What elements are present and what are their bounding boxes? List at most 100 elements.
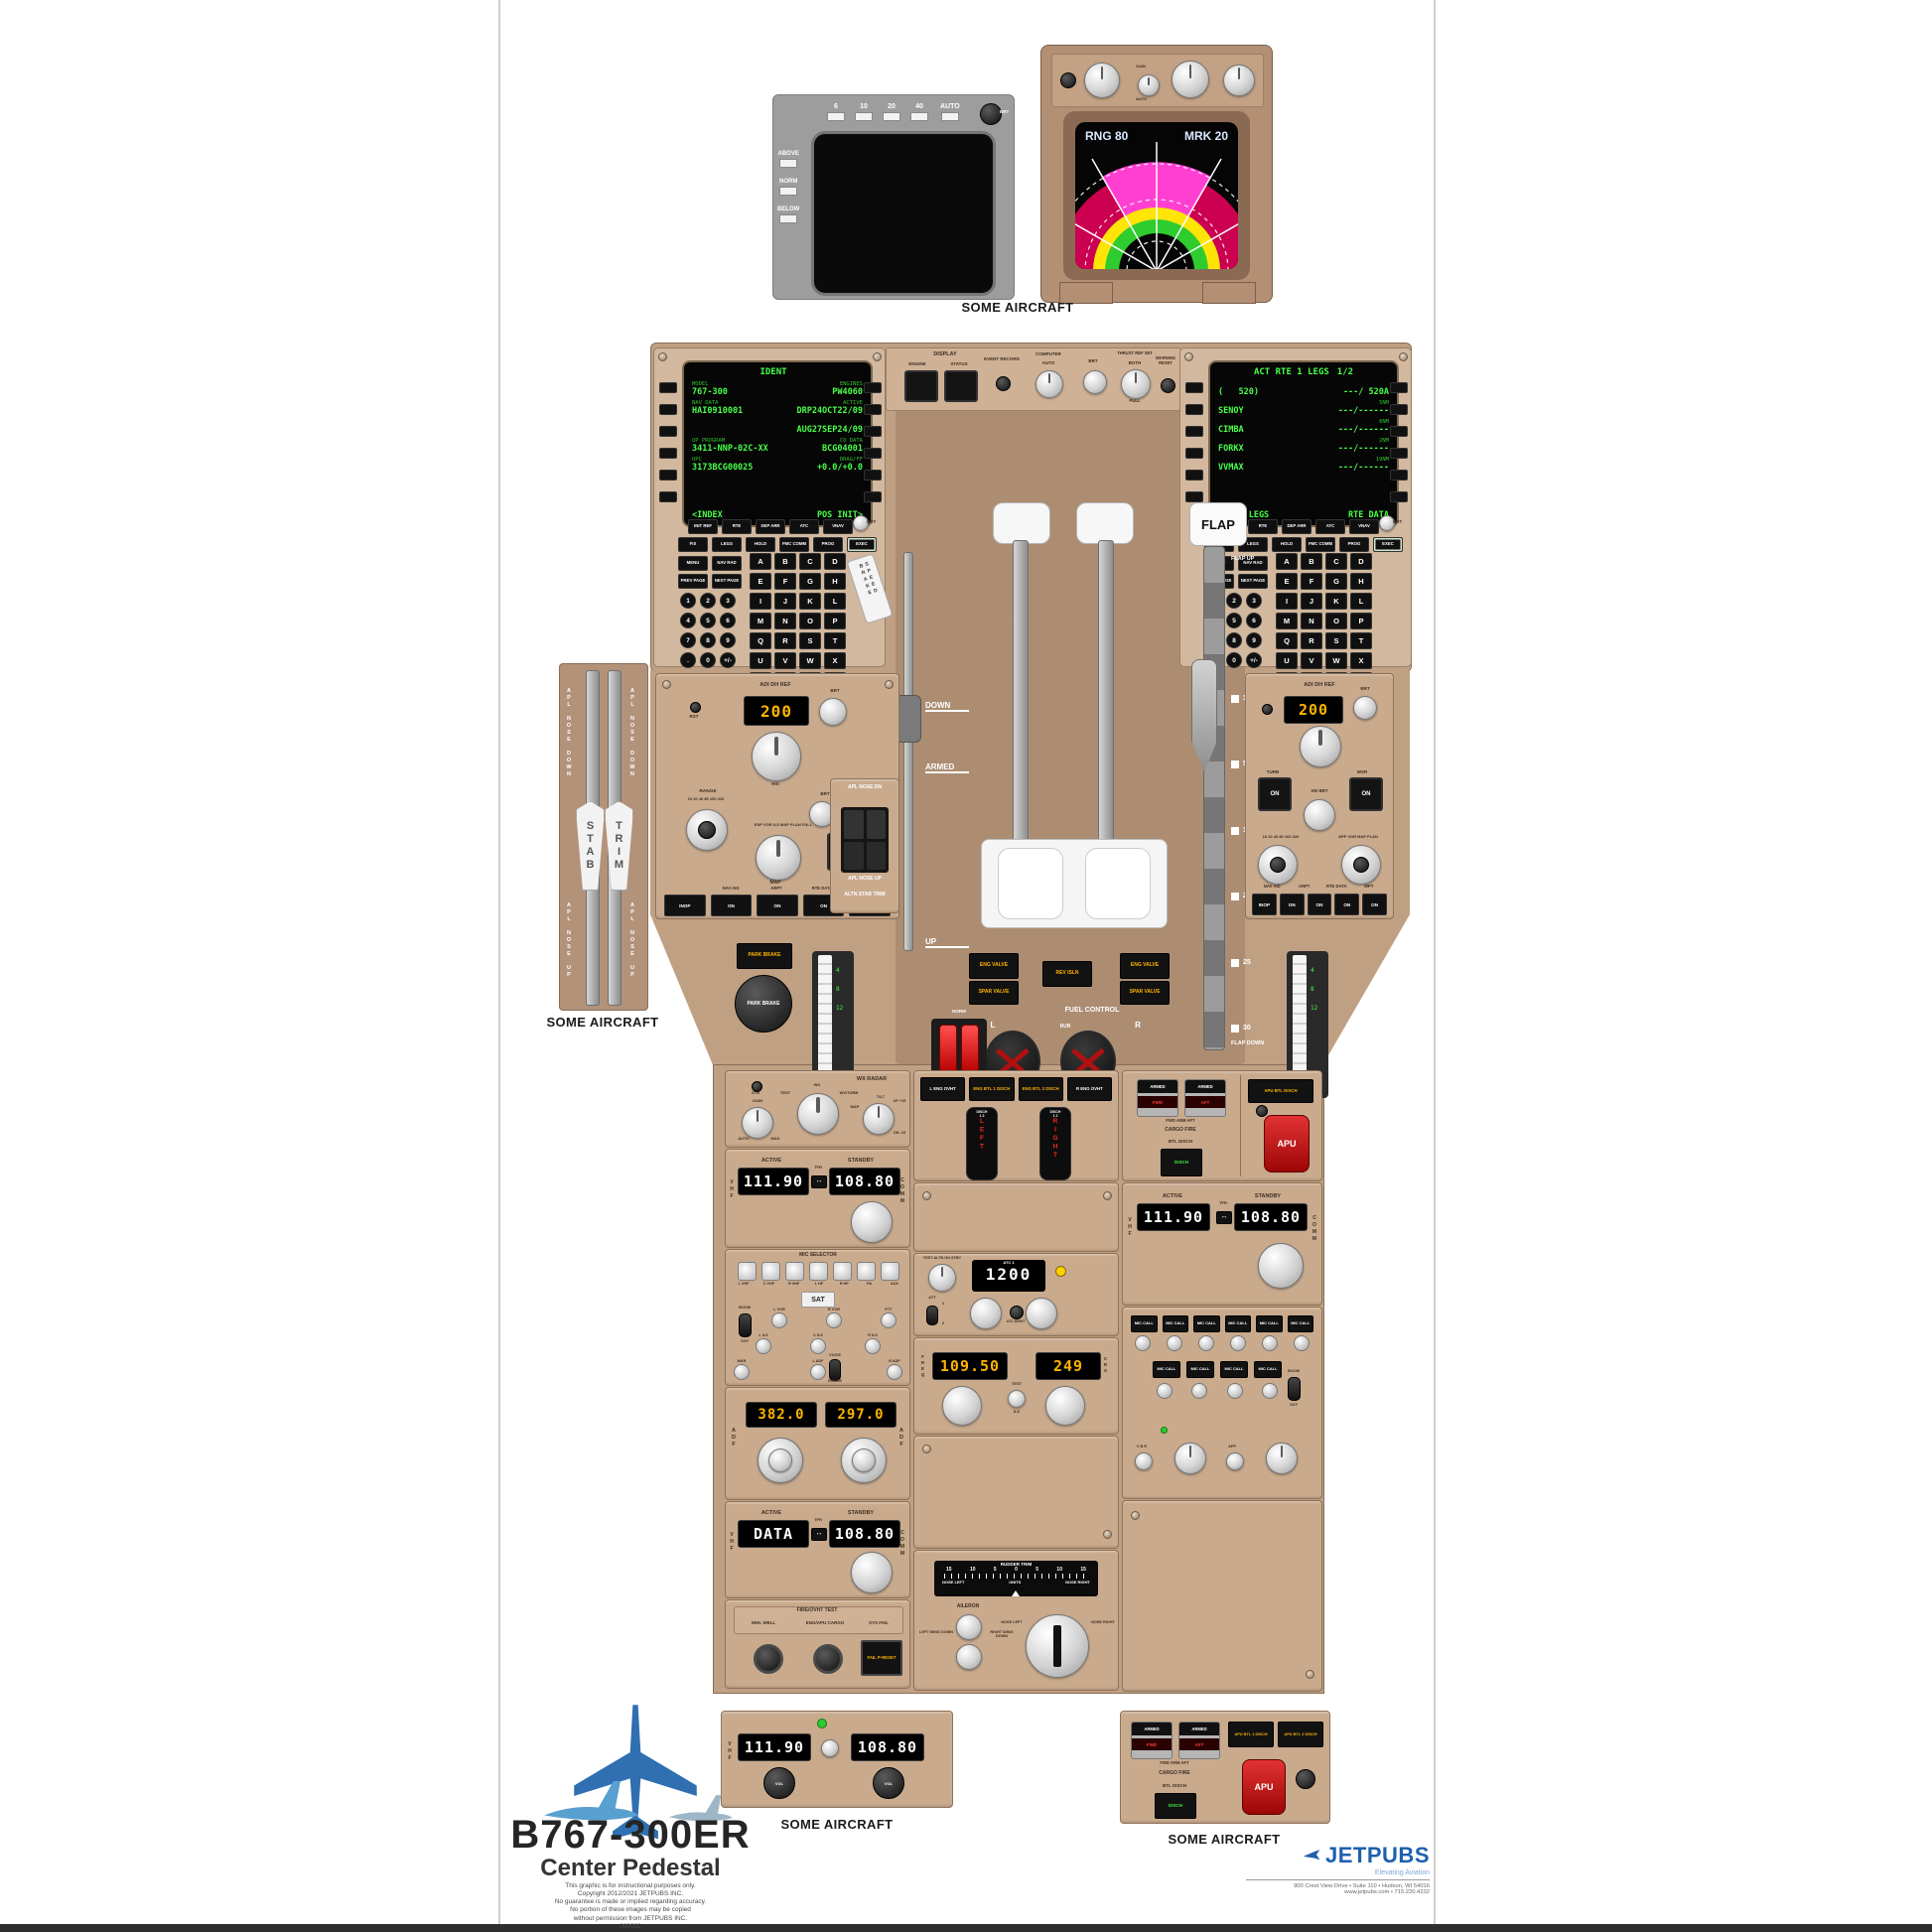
cdu-letter-key[interactable]: I (750, 593, 771, 610)
cdu-letter-key[interactable]: G (799, 573, 821, 590)
turb-on-button[interactable]: ON (1258, 777, 1292, 811)
event-record-button[interactable] (996, 376, 1011, 391)
mic-select-button[interactable] (833, 1262, 852, 1281)
cdu-letter-key[interactable]: S (1325, 632, 1347, 649)
cdu-letter-key[interactable]: T (1350, 632, 1372, 649)
cdu-lsk[interactable] (659, 491, 677, 502)
freq-transfer-switch[interactable]: ↔ (811, 1528, 827, 1541)
altn-trim-switch[interactable] (844, 841, 864, 870)
cdu-function-key[interactable]: NEXT PAGE (712, 574, 742, 589)
tcas-mode-button[interactable]: BELOW (777, 207, 799, 223)
mic-select-button[interactable] (761, 1262, 780, 1281)
speedbrake-lever-rod[interactable] (903, 552, 913, 951)
cdu-letter-key[interactable]: W (799, 652, 821, 669)
cargo-disch-switch[interactable]: DISCH (1155, 1793, 1196, 1819)
freq-select-knob[interactable] (851, 1201, 893, 1243)
audio-volume-knob[interactable] (1157, 1383, 1173, 1399)
cdu-letter-key[interactable]: E (1276, 573, 1298, 590)
audio-volume-knob[interactable] (1191, 1383, 1208, 1399)
cdu-lsk[interactable] (864, 470, 882, 481)
cdu-letter-key[interactable]: P (824, 613, 846, 629)
tcas-range-key[interactable] (855, 112, 873, 121)
audio-volume-knob[interactable] (1261, 1383, 1278, 1399)
receiver-volume[interactable]: R ADF (887, 1359, 902, 1380)
cdu-lsk[interactable] (659, 448, 677, 459)
cdu-number-key[interactable]: . (680, 652, 696, 668)
range-inner-knob[interactable] (698, 821, 716, 839)
throttle-paddle-assembly[interactable] (981, 839, 1168, 928)
cdu-letter-key[interactable]: M (750, 613, 771, 629)
adf-select-knob[interactable] (1266, 1443, 1298, 1474)
mic-select-button[interactable] (785, 1262, 804, 1281)
audio-volume-knob[interactable] (1294, 1335, 1310, 1351)
cdu-function-key[interactable]: FMC COMM (779, 537, 809, 552)
cdu-function-key[interactable]: PREV PAGE (678, 574, 708, 589)
tcas-range-button[interactable]: 10 (855, 103, 873, 121)
cdu-lsk[interactable] (659, 470, 677, 481)
cdu-function-key[interactable]: FMC COMM (1306, 537, 1335, 552)
rudder-trim-knob[interactable] (1026, 1614, 1089, 1678)
audio-volume-knob[interactable] (1198, 1335, 1214, 1351)
altn-trim-switch[interactable] (866, 841, 886, 870)
xpdr-mode-knob[interactable] (928, 1264, 956, 1292)
cdu-letter-key[interactable]: D (1350, 553, 1372, 570)
tcas-range-button[interactable]: 40 (910, 103, 928, 121)
altn-trim-switch[interactable] (844, 810, 864, 839)
cdu-function-key[interactable]: RTE (1248, 519, 1278, 534)
cdu-lsk[interactable] (1390, 404, 1408, 415)
tcas-mode-key[interactable] (779, 187, 798, 196)
wxr-range-knob[interactable] (1084, 63, 1120, 98)
tcas-range-button[interactable]: 6 (827, 103, 845, 121)
cdu-brt-knob[interactable] (853, 515, 869, 531)
cdu-letter-key[interactable]: H (1350, 573, 1372, 590)
eng-apu-test-button[interactable] (813, 1644, 843, 1674)
cdu-letter-key[interactable]: C (1325, 553, 1347, 570)
map-mode-knob[interactable] (756, 835, 801, 881)
cdu-number-key[interactable]: 9 (720, 632, 736, 648)
cdu-number-key[interactable]: 7 (680, 632, 696, 648)
altn-trim-switch[interactable] (866, 810, 886, 839)
cdu-lsk[interactable] (1185, 426, 1203, 437)
inop-button[interactable]: INOP (664, 895, 706, 916)
tcas-range-key[interactable] (883, 112, 900, 121)
apu-test-knob[interactable] (1296, 1769, 1315, 1789)
cdu-lsk[interactable] (659, 382, 677, 393)
cdu-letter-key[interactable]: V (1301, 652, 1322, 669)
cdu-letter-key[interactable]: E (750, 573, 771, 590)
right-engine-fire-handle[interactable]: DISCH 1 2 RIGHT (1039, 1107, 1071, 1180)
cdu-lsk[interactable] (1185, 448, 1203, 459)
cdu-letter-key[interactable]: D (824, 553, 846, 570)
cdu-letter-key[interactable]: U (1276, 652, 1298, 669)
cdu-letter-key[interactable]: K (799, 593, 821, 610)
tilt-knob[interactable] (863, 1103, 895, 1135)
xpdr-left-knob[interactable] (970, 1298, 1002, 1329)
cdu-letter-key[interactable]: G (1325, 573, 1347, 590)
adf-left-inner-knob[interactable] (768, 1449, 792, 1472)
ils-test-button[interactable] (1008, 1390, 1026, 1408)
wxr-mode-knob[interactable] (1172, 61, 1209, 98)
boom-oxy-switch[interactable] (739, 1313, 752, 1337)
cdu-letter-key[interactable]: W (1325, 652, 1347, 669)
tcas-mode-button[interactable]: NORM (777, 179, 799, 196)
cdu-letter-key[interactable]: M (1276, 613, 1298, 629)
cdu-letter-key[interactable]: T (824, 632, 846, 649)
audio-volume-knob[interactable] (1167, 1335, 1182, 1351)
ctr-inner-knob[interactable] (1353, 857, 1369, 873)
reverse-thrust-knob-right[interactable] (1076, 502, 1134, 544)
reverse-thrust-knob-left[interactable] (993, 502, 1050, 544)
throttle-paddle-left[interactable] (998, 848, 1063, 919)
wxr-power-knob[interactable] (1060, 72, 1076, 88)
cdu-function-key[interactable]: LEGS (712, 537, 742, 552)
cargo-armed-switch-aft[interactable]: ARMED AFT (1184, 1079, 1226, 1117)
cdu-letter-key[interactable]: K (1325, 593, 1347, 610)
park-brake-handle[interactable]: PARK BRAKE (735, 975, 792, 1033)
cdu-lsk[interactable] (864, 382, 882, 393)
cdu-lsk[interactable] (1185, 491, 1203, 502)
cdu-letter-key[interactable]: A (750, 553, 771, 570)
freq-transfer-switch[interactable]: ↔ (1216, 1211, 1232, 1224)
nav-select-knob[interactable] (1174, 1443, 1206, 1474)
cdu-letter-key[interactable]: L (1350, 593, 1372, 610)
mic-select-button[interactable] (809, 1262, 828, 1281)
cdu-letter-key[interactable]: R (774, 632, 796, 649)
apu-arm-switch[interactable] (1256, 1105, 1268, 1117)
